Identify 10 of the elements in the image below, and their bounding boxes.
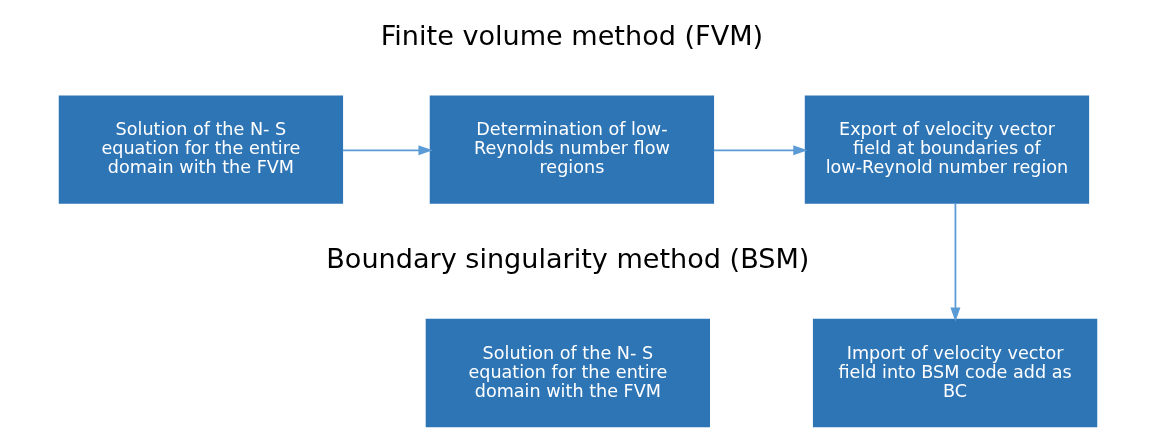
- label: Boundary singularity method (BSM): [325, 243, 809, 275]
- node-box: Solution of the N- S equation for the entire domain with the FVM: [425, 318, 710, 428]
- arrow: [949, 202, 960, 322]
- node-box: Determination of low-Reynolds number flow regions: [429, 95, 714, 204]
- arrow: [341, 145, 433, 156]
- arrow: [712, 145, 808, 156]
- node-box: Solution of the N- S equation for the entire domain with the FVM: [58, 95, 343, 204]
- node-box: Export of velocity vector field at boundaries of low-Reynold number region: [804, 95, 1089, 204]
- node-box: Import of velocity vector field into BSM code add as BC: [812, 318, 1097, 428]
- label: Finite volume method (FVM): [380, 19, 763, 51]
